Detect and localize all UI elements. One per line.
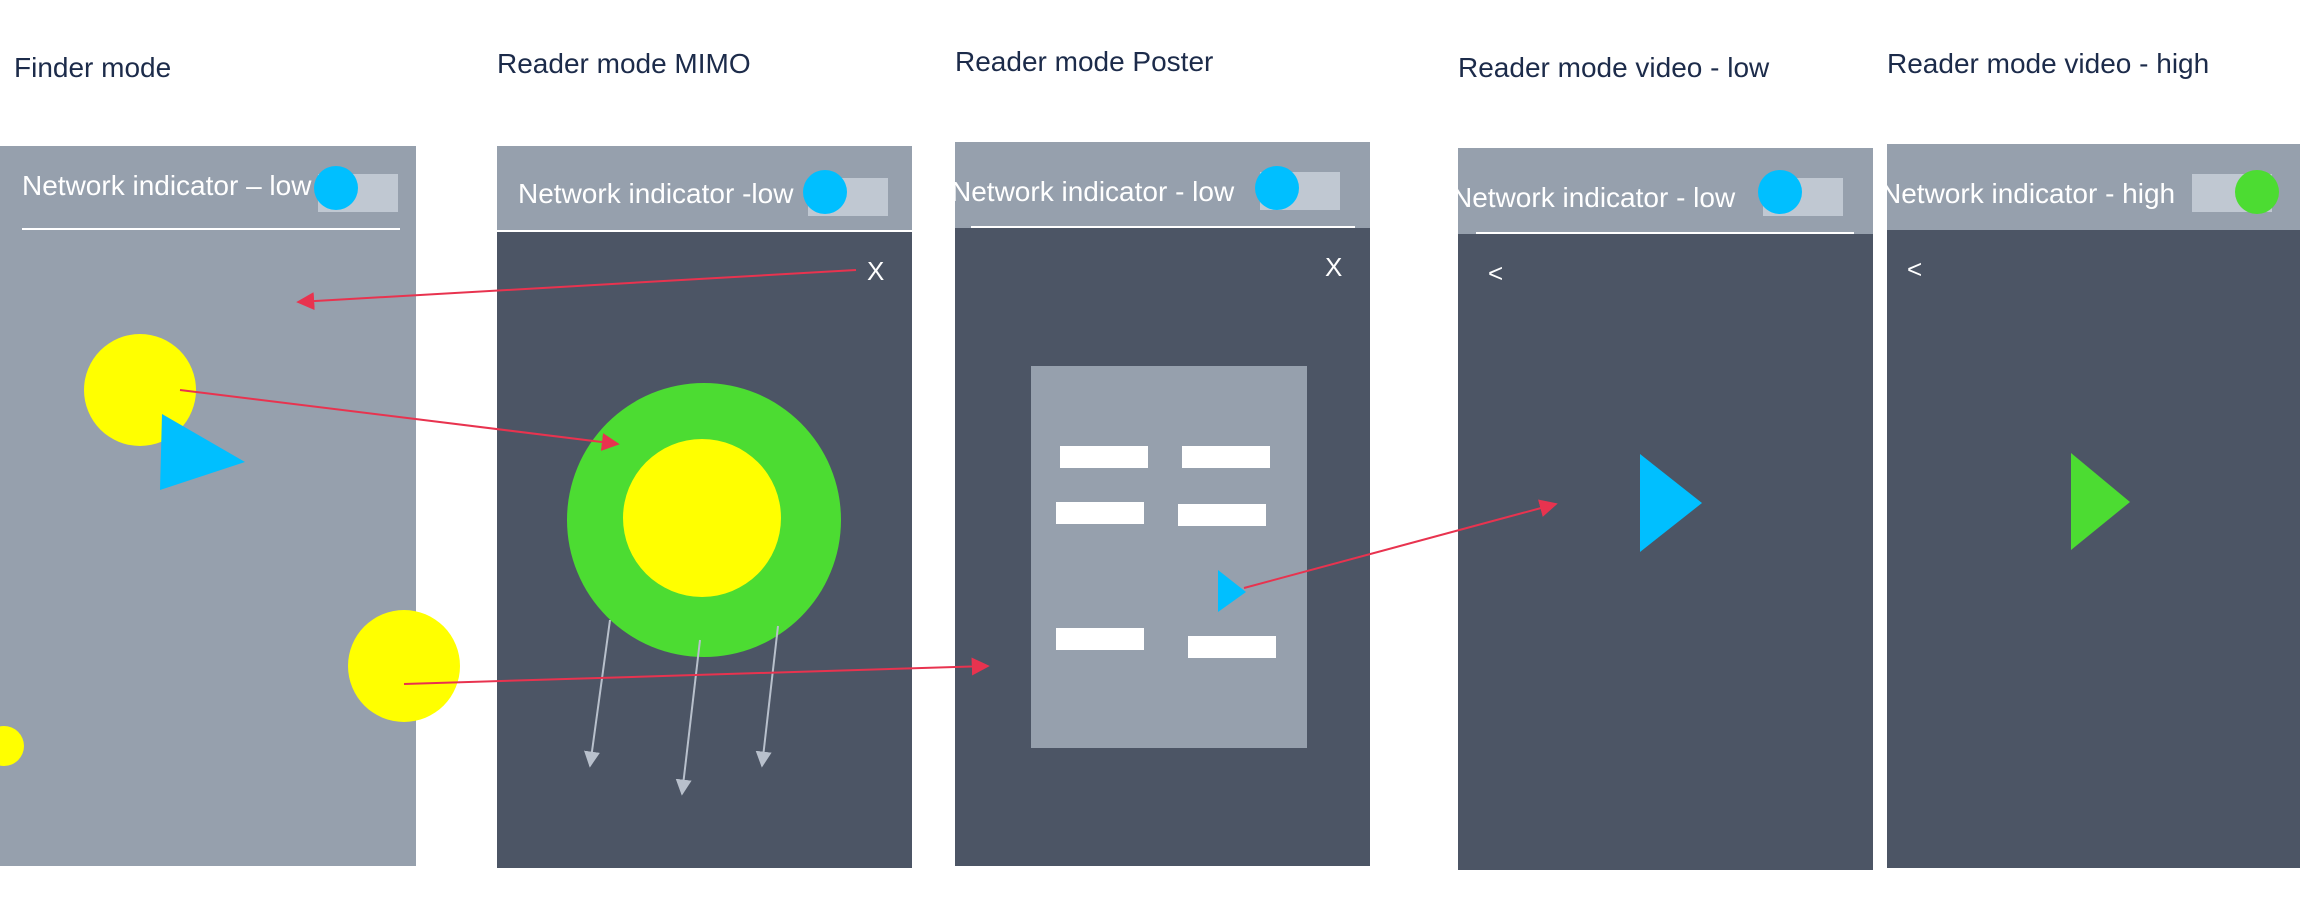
mimo-output-arrow: [675, 639, 701, 796]
poster-text-line: [1188, 636, 1276, 658]
flow-arrow-finder-to-poster: [403, 657, 990, 685]
play-triangle-icon[interactable]: [160, 414, 245, 490]
finder-mode-screen: Network indicator – low: [0, 146, 416, 866]
network-indicator-label: Network indicator - high: [1887, 178, 2176, 209]
mimo-output-arrow: [755, 625, 779, 768]
poster-text-line: [1182, 446, 1270, 468]
target-circle-icon[interactable]: [0, 726, 24, 766]
network-toggle-knob-icon[interactable]: [1758, 170, 1802, 214]
network-indicator-label: Network indicator -low: [518, 178, 794, 209]
back-chevron-icon[interactable]: <: [1488, 258, 1504, 288]
network-header: Network indicator – low: [0, 146, 416, 232]
network-toggle-knob-icon[interactable]: [314, 166, 358, 210]
header-divider: [1476, 232, 1854, 234]
close-icon[interactable]: X: [1325, 252, 1343, 282]
header-divider: [497, 230, 912, 232]
network-header: Network indicator - low: [1458, 148, 1873, 234]
target-circle-icon[interactable]: [623, 439, 781, 597]
network-indicator-label: Network indicator - low: [955, 176, 1235, 207]
network-indicator-label: Network indicator - low: [1458, 182, 1736, 213]
network-toggle-knob-icon[interactable]: [1255, 166, 1299, 210]
poster-text-line: [1056, 502, 1144, 524]
target-circle-icon[interactable]: [348, 610, 460, 722]
network-header: Network indicator - high: [1887, 144, 2300, 230]
network-toggle-knob-icon[interactable]: [803, 170, 847, 214]
mimo-output-arrow: [584, 619, 611, 768]
flow-arrow-poster-to-video: [1243, 499, 1558, 589]
play-triangle-icon[interactable]: [2071, 453, 2130, 550]
reader-mimo-screen: Network indicator -low X: [497, 146, 912, 868]
caption-reader-video-high: Reader mode video - high: [1887, 48, 2210, 79]
network-header: Network indicator -low: [497, 146, 912, 232]
caption-finder-mode: Finder mode: [14, 52, 172, 83]
caption-reader-mimo: Reader mode MIMO: [497, 48, 751, 79]
caption-reader-video-low: Reader mode video - low: [1458, 52, 1770, 83]
poster-card[interactable]: [1031, 366, 1307, 748]
back-chevron-icon[interactable]: <: [1907, 254, 1923, 284]
header-divider: [971, 226, 1355, 228]
header-divider: [22, 228, 400, 230]
network-indicator-label: Network indicator – low: [22, 170, 312, 201]
poster-text-line: [1056, 628, 1144, 650]
flow-arrow-finder-to-mimo: [179, 389, 620, 451]
close-icon[interactable]: X: [867, 256, 885, 286]
network-header: Network indicator - low: [955, 142, 1370, 228]
caption-reader-poster: Reader mode Poster: [955, 46, 1214, 77]
network-toggle-knob-icon[interactable]: [2235, 170, 2279, 214]
reader-poster-screen: Network indicator - low X: [955, 142, 1370, 866]
poster-text-line: [1178, 504, 1266, 526]
flow-arrow-close-to-finder: [296, 269, 857, 311]
poster-text-line: [1060, 446, 1148, 468]
play-triangle-icon[interactable]: [1640, 454, 1702, 552]
play-triangle-icon[interactable]: [1218, 570, 1246, 612]
